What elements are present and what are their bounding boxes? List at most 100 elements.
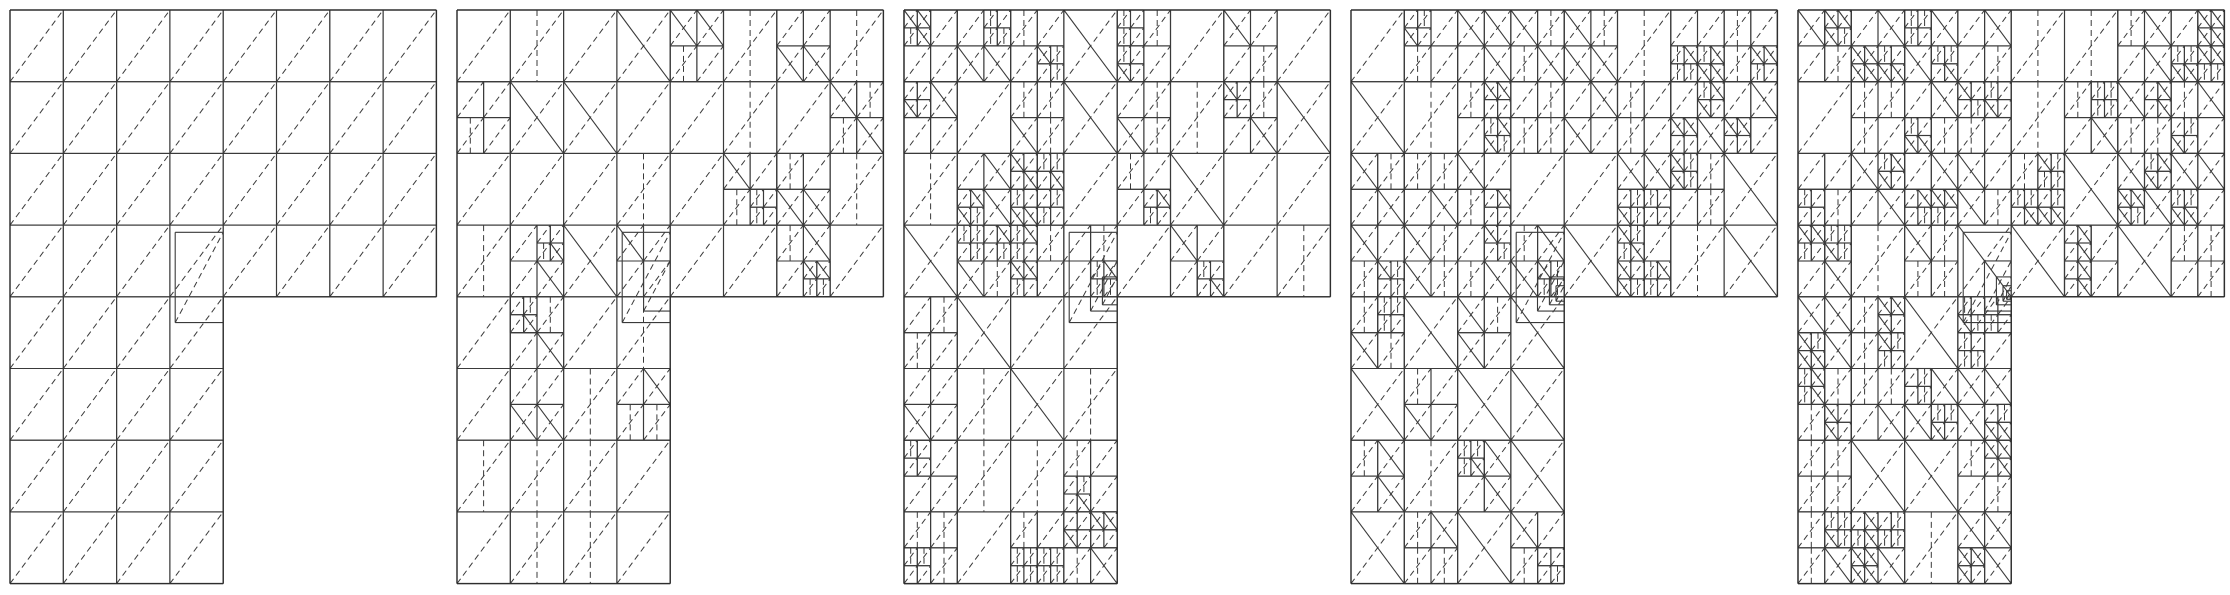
mesh-edge — [2210, 9, 2219, 20]
mesh-diagonal — [1850, 117, 1879, 154]
mesh-diagonal — [1417, 9, 1432, 29]
mesh-diagonal — [1630, 189, 1645, 208]
mesh-edge — [1510, 511, 1525, 531]
mesh-edge — [1483, 547, 1512, 584]
mesh-edge — [1763, 45, 1772, 56]
mesh-edge — [903, 404, 918, 423]
mesh-edge — [2044, 162, 2052, 172]
mesh-edge — [1924, 197, 1932, 208]
mesh-diagonal — [1497, 224, 1512, 244]
mesh-edge — [1510, 439, 1539, 477]
mesh-diagonal — [1483, 206, 1499, 226]
mesh-diagonal — [2117, 117, 2145, 154]
mesh-edge — [616, 224, 631, 244]
mesh-diagonal — [930, 332, 958, 369]
mesh-edge — [1736, 117, 1745, 127]
mesh-diagonal — [903, 547, 918, 566]
mesh-diagonal — [776, 224, 804, 262]
mesh-edge — [2144, 45, 2159, 65]
mesh-edge — [1523, 529, 1539, 549]
mesh-edge — [1030, 179, 1038, 190]
mesh-diagonal — [1750, 117, 1778, 154]
mesh-edge — [1930, 188, 1939, 199]
mesh-edge — [1503, 90, 1512, 100]
mesh-diagonal — [1810, 242, 1826, 262]
mesh-diagonal — [509, 368, 538, 405]
mesh-edge — [2117, 206, 2125, 217]
mesh-edge — [930, 260, 958, 298]
mesh-edge — [802, 224, 818, 244]
mesh-diagonal — [549, 224, 565, 244]
mesh-diagonal — [62, 81, 118, 154]
mesh-edge — [1483, 475, 1499, 495]
mesh-diagonal — [1143, 45, 1171, 82]
mesh-edge — [1817, 233, 1826, 244]
mesh-edge — [2057, 215, 2065, 226]
mesh-diagonal — [2010, 153, 2039, 190]
mesh-diagonal — [1470, 439, 1485, 459]
mesh-diagonal — [1116, 27, 1131, 47]
mesh-edge — [1663, 269, 1672, 280]
mesh-diagonal — [1276, 9, 1331, 82]
mesh-edge — [536, 260, 551, 280]
mesh-diagonal — [1697, 81, 1712, 100]
mesh-diagonal — [1957, 9, 1986, 47]
mesh-edge — [1950, 72, 1959, 83]
mesh-diagonal — [983, 224, 998, 244]
mesh-diagonal — [1877, 81, 1906, 118]
mesh-diagonal — [1350, 296, 1379, 333]
mesh-diagonal — [1930, 206, 1946, 226]
mesh-diagonal — [2144, 81, 2159, 100]
mesh-edge — [776, 188, 791, 208]
mesh-edge — [1677, 162, 1685, 172]
mesh-diagonal — [1944, 45, 1959, 65]
mesh-edge — [956, 45, 972, 65]
mesh-diagonal — [1023, 565, 1038, 584]
mesh-edge — [2144, 170, 2152, 181]
mesh-edge — [1690, 126, 1698, 136]
mesh-diagonal — [1063, 296, 1118, 369]
mesh-diagonal — [970, 224, 985, 244]
mesh-diagonal — [1970, 99, 1986, 118]
mesh-edge — [1443, 529, 1459, 549]
mesh-diagonal — [1090, 260, 1105, 280]
mesh-edge — [1303, 117, 1331, 154]
mesh-edge — [1630, 242, 1638, 253]
mesh-edge — [1890, 27, 1906, 47]
mesh-edge — [2084, 233, 2092, 244]
mesh-edge — [1756, 54, 1765, 65]
mesh-edge — [549, 242, 558, 253]
mesh-edge — [2130, 170, 2145, 190]
mesh-diagonal — [1510, 81, 1539, 118]
mesh-edge — [1417, 421, 1432, 441]
mesh-edge — [1377, 188, 1392, 208]
mesh-edge — [1944, 27, 1959, 47]
mesh-edge — [2084, 251, 2092, 262]
mesh-diagonal — [1510, 547, 1539, 584]
mesh-edge — [549, 350, 565, 369]
mesh-edge — [1617, 206, 1625, 217]
mesh-diagonal — [169, 368, 224, 441]
mesh-diagonal — [1130, 27, 1145, 47]
mesh-diagonal — [1116, 189, 1145, 226]
mesh-diagonal — [1643, 117, 1672, 154]
mesh-edge — [1984, 260, 2012, 298]
mesh-diagonal — [1890, 45, 1906, 65]
mesh-diagonal — [1723, 45, 1752, 82]
mesh-diagonal — [1643, 81, 1672, 118]
mesh-edge — [1377, 547, 1405, 584]
mesh-edge — [1837, 9, 1846, 20]
mesh-diagonal — [9, 368, 64, 441]
mesh-diagonal — [2050, 171, 2065, 190]
mesh-edge — [1377, 439, 1392, 459]
corner-refinement-diagonal — [1068, 232, 1118, 323]
mesh-edge — [970, 188, 978, 199]
mesh-edge — [1497, 27, 1512, 47]
mesh-diagonal — [116, 368, 171, 441]
mesh-level-3 — [1350, 9, 1779, 585]
mesh-diagonal — [1497, 135, 1512, 154]
mesh-diagonal — [930, 547, 958, 584]
mesh-edge — [1864, 170, 1879, 190]
mesh-edge — [1490, 233, 1499, 244]
mesh-edge — [1350, 224, 1365, 244]
